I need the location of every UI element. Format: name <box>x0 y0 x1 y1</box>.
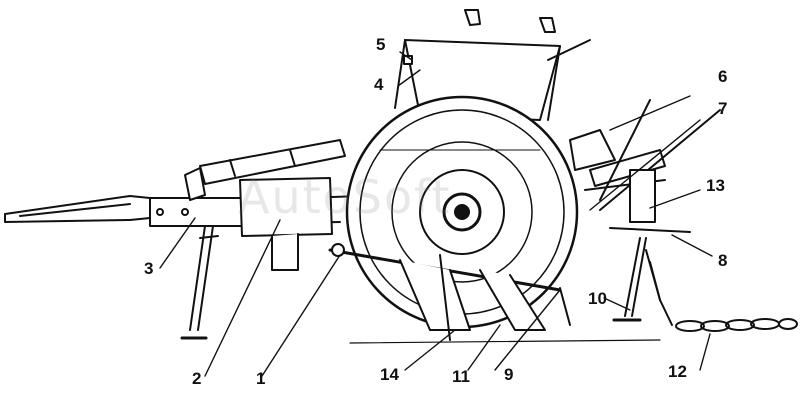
callout-10: 10 <box>588 289 607 308</box>
ground-line <box>349 339 661 344</box>
rear-post <box>609 169 691 233</box>
rear-frame <box>569 99 721 211</box>
callout-8: 8 <box>718 251 728 270</box>
callout-6: 6 <box>718 67 728 86</box>
tank <box>239 177 333 271</box>
chain <box>649 261 798 332</box>
watermark: AutoSoft <box>238 170 452 224</box>
callout-2: 2 <box>192 369 202 388</box>
callout-1: 1 <box>256 369 266 388</box>
callout-12: 12 <box>668 362 687 381</box>
callout-3: 3 <box>144 259 154 278</box>
callout-11: 11 <box>452 367 470 386</box>
hydraulic-cylinder <box>184 139 346 201</box>
callout-4: 4 <box>374 75 384 94</box>
callout-7: 7 <box>718 99 728 118</box>
support-leg-rear <box>612 237 661 322</box>
callout-9: 9 <box>504 365 514 384</box>
lower-linkage <box>328 243 571 341</box>
callout-5: 5 <box>376 35 386 54</box>
leader-lines <box>159 51 713 377</box>
drawbar <box>4 195 361 227</box>
callout-14: 14 <box>380 365 399 384</box>
support-leg-front <box>180 225 219 340</box>
callout-13: 13 <box>706 176 725 195</box>
